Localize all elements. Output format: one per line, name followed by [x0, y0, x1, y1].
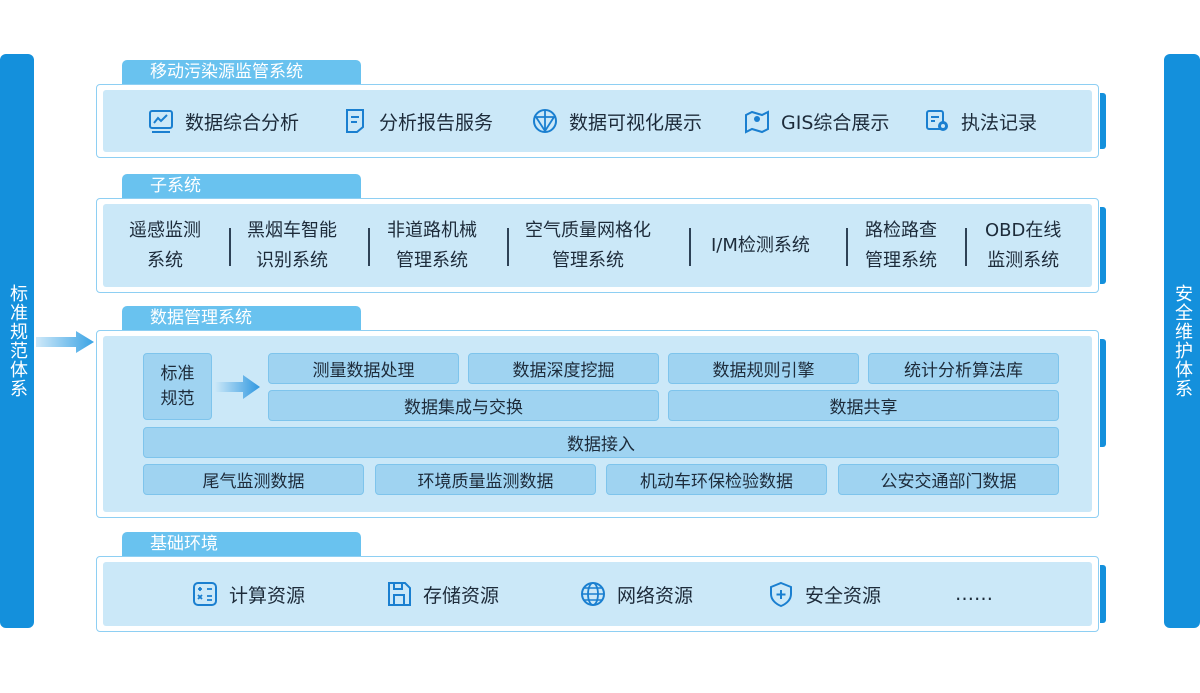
subsystems-inner: 遥感监测 系统 黑烟车智能 识别系统 非道路机械 管理系统 空气质量网格化 管理… [103, 204, 1092, 287]
subsystem-line1: 空气质量网格化 [525, 219, 651, 241]
subsystem-im-detection[interactable]: I/M检测系统 [711, 231, 810, 261]
security-maintenance-bar: 安全维护体系 [1164, 54, 1200, 628]
law-enforcement-camera-icon [926, 110, 948, 131]
infrastructure-inner: 计算资源 存储资源 网络资源 安全资源 …… [103, 562, 1092, 626]
box-data-sharing[interactable]: 数据共享 [668, 390, 1059, 421]
separator [507, 228, 509, 266]
box-algorithm-library[interactable]: 统计分析算法库 [868, 353, 1059, 384]
func-visualization[interactable]: 数据可视化展示 [531, 107, 702, 135]
separator [689, 228, 691, 266]
subsystem-remote-sensing[interactable]: 遥感监测 系统 [129, 216, 201, 276]
subsystem-air-quality-grid[interactable]: 空气质量网格化 管理系统 [525, 216, 651, 276]
box-deep-mining[interactable]: 数据深度挖掘 [468, 353, 659, 384]
panel-edge-accent [1100, 339, 1106, 447]
resource-more: …… [955, 583, 993, 605]
resource-label: 存储资源 [423, 584, 500, 607]
inner-arrow-icon [215, 375, 260, 399]
separator [846, 228, 848, 266]
map-pin-icon [745, 110, 769, 134]
box-rule-engine[interactable]: 数据规则引擎 [668, 353, 859, 384]
subsystem-line1: 路检路查 [865, 219, 937, 241]
standard-line1: 标准 [160, 363, 195, 384]
security-maintenance-label: 安全维护体系 [1172, 284, 1193, 398]
section-title-infrastructure: 基础环境 [122, 532, 361, 557]
standard-line2: 规范 [160, 388, 195, 409]
box-data-access[interactable]: 数据接入 [143, 427, 1059, 458]
separator [368, 228, 370, 266]
subsystem-obd-online[interactable]: OBD在线 监测系统 [985, 216, 1061, 276]
resource-label: 计算资源 [229, 584, 306, 607]
subsystem-line1: OBD在线 [985, 219, 1062, 241]
left-arrow-icon [36, 331, 94, 353]
box-integration-exchange[interactable]: 数据集成与交换 [268, 390, 659, 421]
subsystem-line1: I/M检测系统 [711, 234, 810, 256]
resource-storage[interactable]: 存储资源 [385, 580, 499, 608]
func-label: 分析报告服务 [379, 111, 494, 134]
standards-system-bar: 标准规范体系 [0, 54, 34, 628]
separator [229, 228, 231, 266]
subsystems-panel: 遥感监测 系统 黑烟车智能 识别系统 非道路机械 管理系统 空气质量网格化 管理… [96, 198, 1106, 293]
panel-edge-accent [1100, 207, 1106, 284]
func-law-enforcement[interactable]: 执法记录 [923, 107, 1037, 135]
func-report-service[interactable]: 分析报告服务 [341, 107, 493, 135]
box-env-quality-data[interactable]: 环境质量监测数据 [375, 464, 596, 495]
section-title-data-mgmt: 数据管理系统 [122, 306, 361, 331]
subsystem-line2: 管理系统 [396, 249, 468, 271]
subsystem-line2: 管理系统 [865, 249, 937, 271]
globe-icon [581, 582, 605, 606]
mobile-pollution-inner: 数据综合分析 分析报告服务 数据可视化展示 GIS综合展示 执法记录 [103, 90, 1092, 152]
resource-label: 网络资源 [617, 584, 694, 607]
box-measure-processing[interactable]: 测量数据处理 [268, 353, 459, 384]
separator [965, 228, 967, 266]
chart-analysis-icon [149, 110, 173, 133]
shield-plus-icon [770, 581, 792, 608]
standards-system-label: 标准规范体系 [7, 284, 28, 398]
func-label: 执法记录 [961, 111, 1038, 134]
subsystem-line1: 非道路机械 [387, 219, 477, 241]
func-data-analysis[interactable]: 数据综合分析 [147, 107, 299, 135]
visualization-sphere-icon [533, 109, 557, 133]
subsystem-line1: 遥感监测 [129, 219, 201, 241]
subsystem-line1: 黑烟车智能 [247, 219, 337, 241]
subsystem-non-road[interactable]: 非道路机械 管理系统 [387, 216, 477, 276]
calculator-icon [193, 582, 217, 606]
resource-security[interactable]: 安全资源 [767, 580, 881, 608]
subsystem-line2: 识别系统 [256, 249, 328, 271]
floppy-disk-icon [388, 582, 411, 606]
box-traffic-police-data[interactable]: 公安交通部门数据 [838, 464, 1059, 495]
subsystem-line2: 监测系统 [987, 249, 1060, 271]
subsystem-road-inspection[interactable]: 路检路查 管理系统 [865, 216, 937, 276]
func-label: GIS综合展示 [781, 111, 890, 134]
panel-edge-accent [1100, 565, 1106, 623]
resource-label: 安全资源 [805, 584, 882, 607]
resource-compute[interactable]: 计算资源 [191, 580, 305, 608]
panel-edge-accent [1100, 93, 1106, 149]
resource-network[interactable]: 网络资源 [579, 580, 693, 608]
box-exhaust-data[interactable]: 尾气监测数据 [143, 464, 364, 495]
section-title-subsystems: 子系统 [122, 174, 361, 199]
mobile-pollution-panel: 数据综合分析 分析报告服务 数据可视化展示 GIS综合展示 执法记录 [96, 84, 1106, 158]
standard-spec-box[interactable]: 标准 规范 [143, 353, 212, 420]
report-document-icon [346, 109, 364, 133]
section-title-mobile-pollution: 移动污染源监管系统 [122, 60, 361, 85]
subsystem-black-smoke[interactable]: 黑烟车智能 识别系统 [247, 216, 337, 276]
subsystem-line2: 管理系统 [552, 249, 624, 271]
func-label: 数据可视化展示 [569, 111, 703, 134]
subsystem-line2: 系统 [147, 249, 183, 271]
func-label: 数据综合分析 [185, 111, 300, 134]
infrastructure-panel: 计算资源 存储资源 网络资源 安全资源 …… [96, 556, 1106, 632]
func-gis-display[interactable]: GIS综合展示 [743, 107, 889, 135]
more-ellipsis: …… [955, 583, 993, 605]
box-vehicle-inspection-data[interactable]: 机动车环保检验数据 [606, 464, 827, 495]
